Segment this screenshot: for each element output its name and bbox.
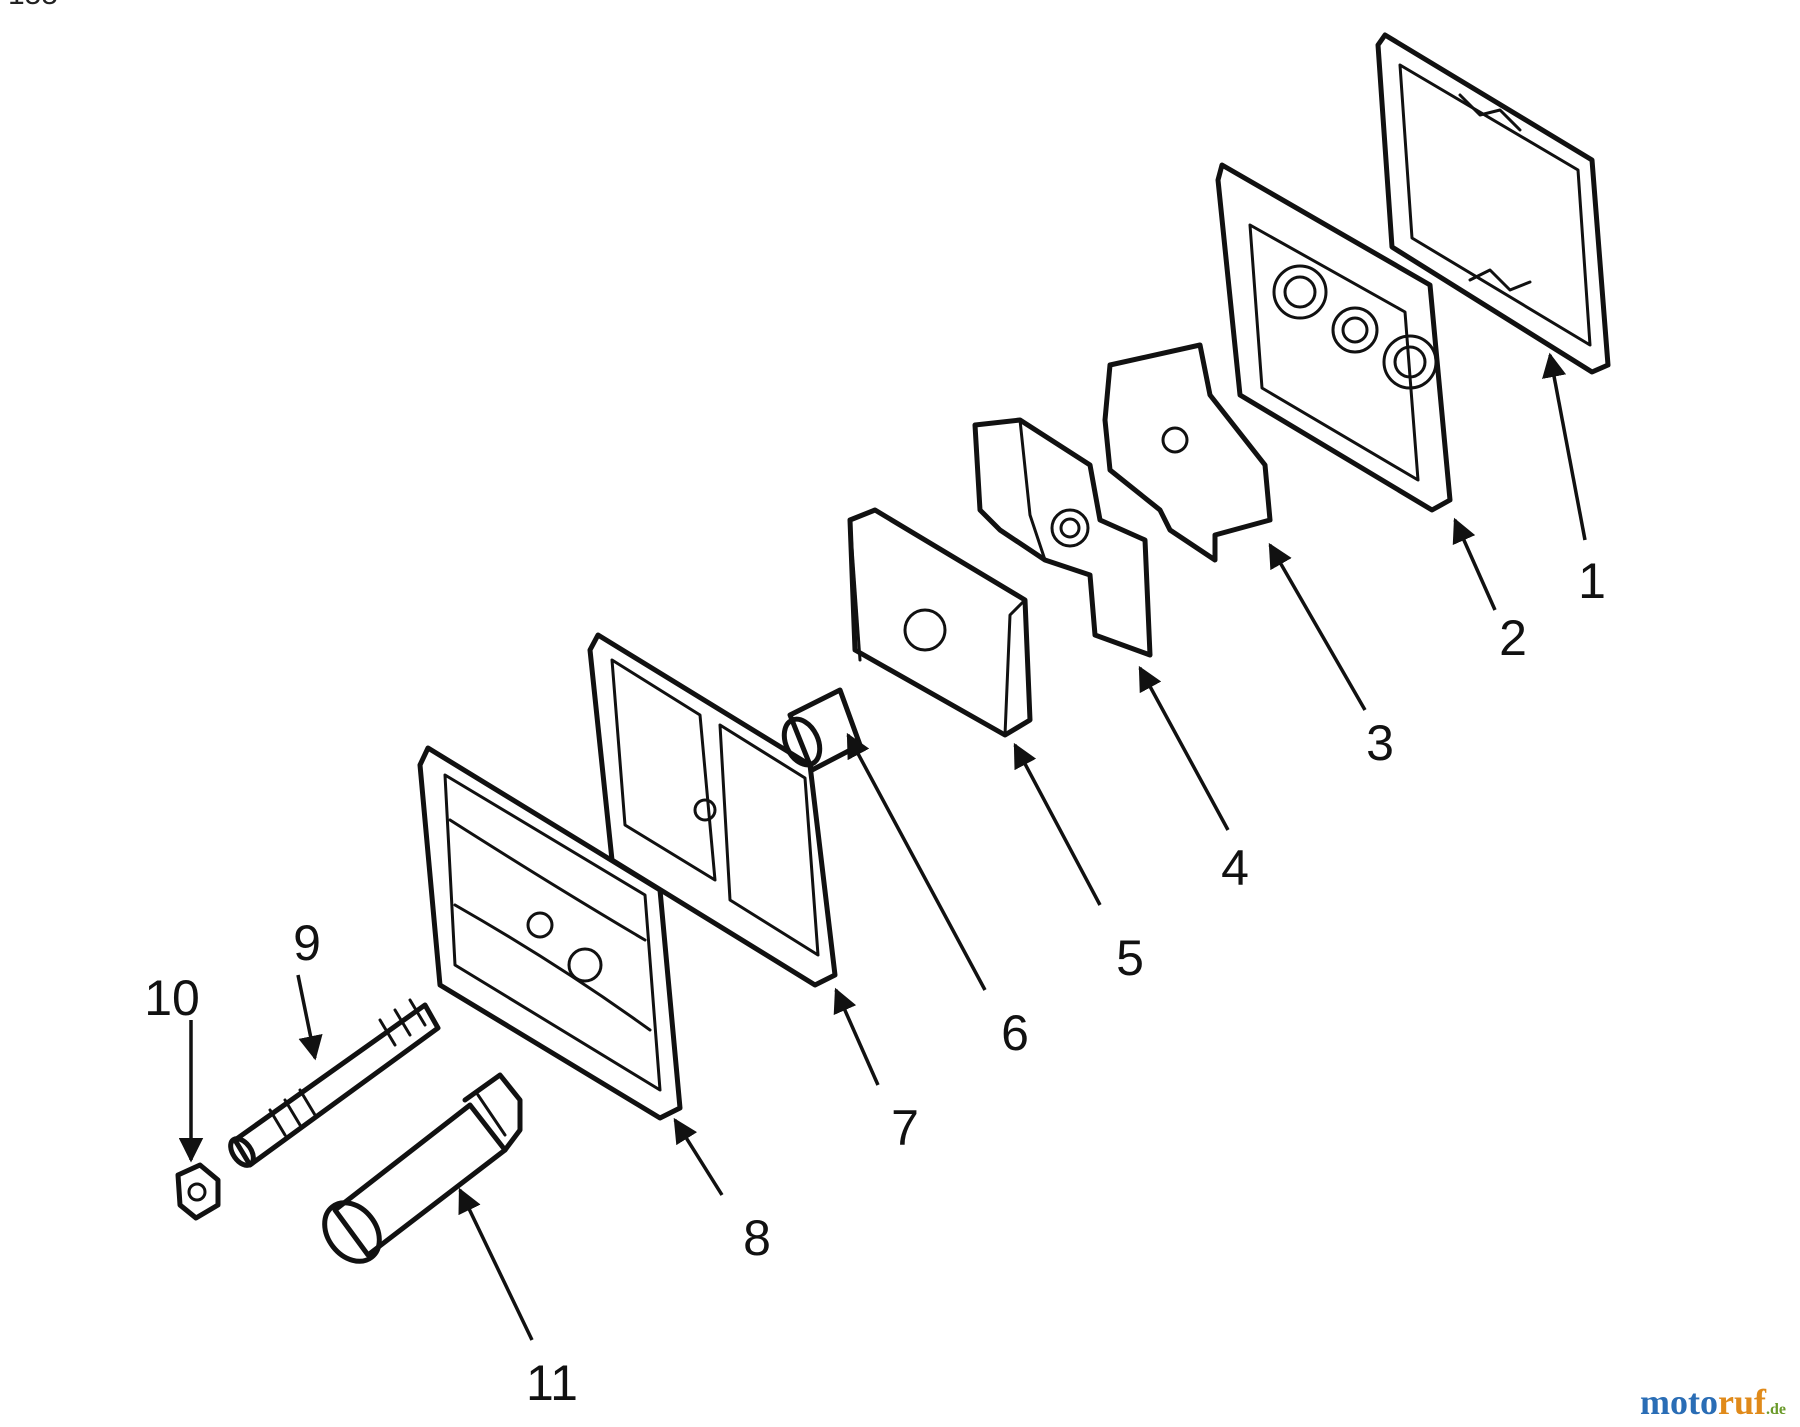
leader-3 [1268,542,1367,711]
leader-5 [1013,742,1102,906]
leader-8 [673,1117,724,1196]
callout-3: 3 [1366,715,1394,771]
callout-11: 11 [526,1355,578,1411]
part-2-base-plate [1215,162,1453,513]
callout-4: 4 [1221,840,1249,896]
part-4-bracket [972,417,1153,658]
callout-7: 7 [891,1100,919,1156]
leader-1 [1542,352,1587,541]
callout-6: 6 [1001,1005,1029,1061]
part-5-filter-element [847,507,1033,738]
leader-9 [296,974,323,1061]
leader-6 [846,732,987,991]
page-number: 155 [8,0,58,12]
leader-2 [1452,517,1497,611]
callout-8: 8 [743,1210,771,1266]
part-10-nut [175,1162,221,1221]
part-8-cover [417,745,683,1121]
callout-5: 5 [1116,930,1144,986]
watermark-logo: motoruf.de [1640,1382,1786,1422]
part-3-cross-plate [1102,342,1273,563]
leader-4 [1138,665,1230,831]
callout-9: 9 [293,915,321,971]
part-9-stud [228,998,441,1168]
part-11-sleeve [322,1072,523,1264]
callout-1: 1 [1578,553,1606,609]
leader-7 [833,987,880,1086]
part-6-spacer [781,687,863,773]
callout-10: 10 [144,970,200,1026]
callout-2: 2 [1499,610,1527,666]
leader-11 [458,1187,534,1341]
part-7-gasket [587,632,838,988]
part-1-gasket [1375,32,1611,375]
